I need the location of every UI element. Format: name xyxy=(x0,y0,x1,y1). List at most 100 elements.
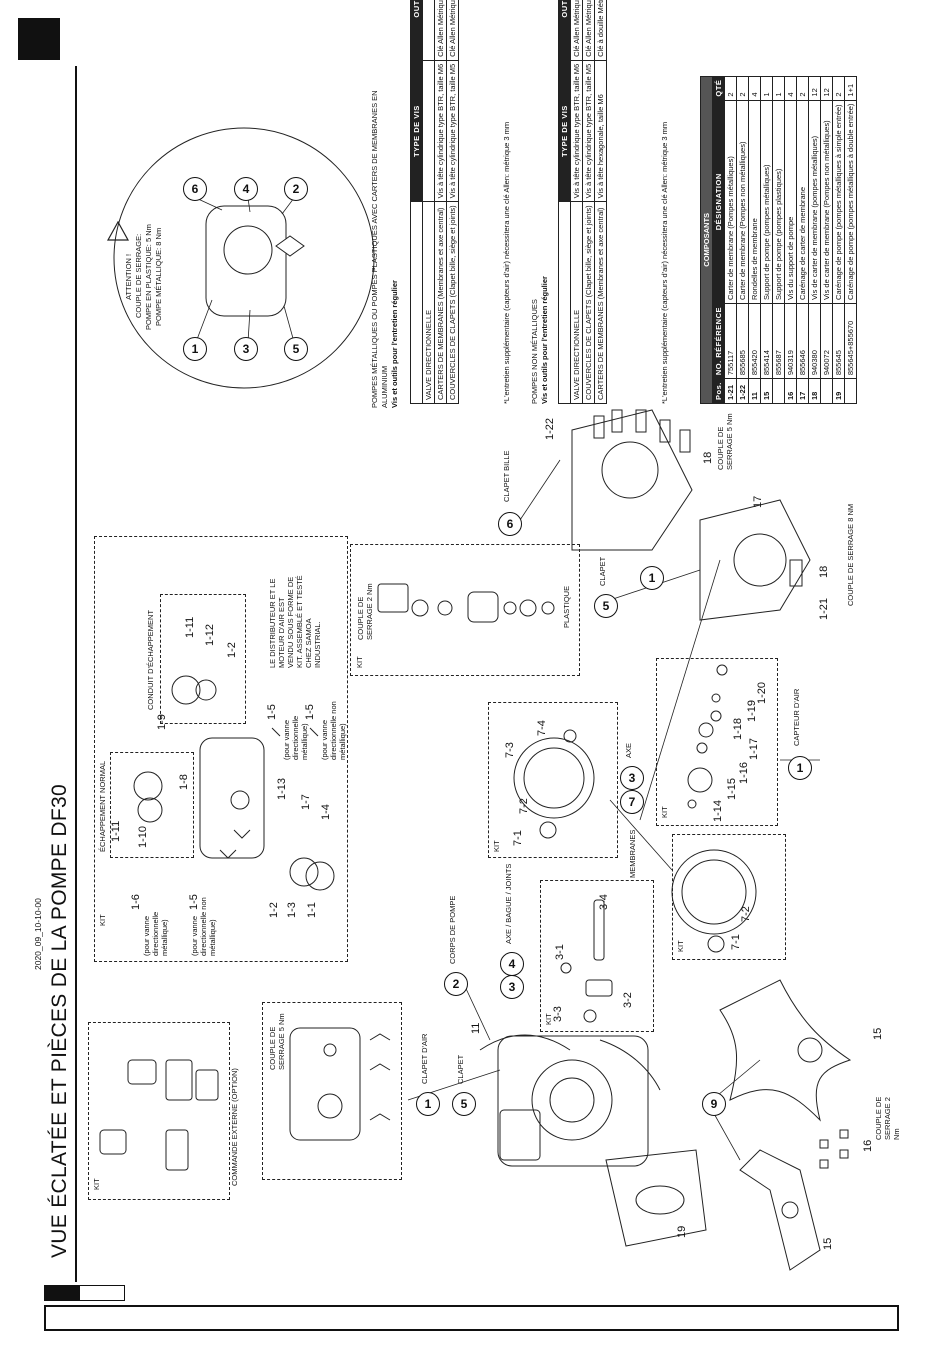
nm-row-0-part: VALVE DIRECTIONNELLE xyxy=(570,201,583,404)
kit-box-axe xyxy=(540,880,654,1032)
part-11: 11 xyxy=(470,1022,482,1034)
callout-2-corps: 2 xyxy=(444,972,468,996)
col-screw: TYPE DE VIS xyxy=(410,60,423,202)
page-tab-dark xyxy=(44,1285,80,1301)
attention-diagram-icon xyxy=(106,127,375,389)
attention-num-3: 3 xyxy=(234,337,258,361)
callout-3b: 3 xyxy=(620,766,644,790)
corner-tab xyxy=(18,18,60,60)
cell-ref: 855645+855670 xyxy=(844,303,857,379)
label-clapet: CLAPET xyxy=(456,1054,465,1084)
label-clapet-air: CLAPET D'AIR xyxy=(420,1033,429,1084)
cell-qty: 2 xyxy=(796,76,809,101)
callout-3: 3 xyxy=(500,975,524,999)
col-screw-2: TYPE DE VIS xyxy=(558,60,571,202)
attention-num-2: 2 xyxy=(284,177,308,201)
cell-pos xyxy=(844,378,857,404)
nm-row-1-part: COUVERCLES DE CLAPETS (Clapet bille, siè… xyxy=(582,201,595,404)
label-axe-bague: AXE / BAGUE / JOINTS xyxy=(504,863,513,944)
callout-5: 5 xyxy=(594,594,618,618)
col-qty: QTÉ xyxy=(712,76,725,101)
nm-row-0-tool: Clé Allen Métrique: 5 mm Standard: 3/16" xyxy=(570,0,583,61)
callout-1-capteur: 1 xyxy=(788,756,812,780)
nm-row-2-part: CARTERS DE MEMBRANES (Membranes et axe c… xyxy=(594,201,607,404)
label-clapet-bille: CLAPET BILLE xyxy=(502,450,511,502)
part-17: 17 xyxy=(752,495,764,508)
cell-qty: 12 xyxy=(808,76,821,101)
membrane-icon xyxy=(513,729,757,953)
tools-note-metal-wrap: *L'entretien supplémentaire (capteurs d'… xyxy=(502,74,512,404)
metal-row-0-screw xyxy=(422,60,435,202)
cell-qty: 4 xyxy=(784,76,797,101)
attention-line4: POMPE MÉTALLIQUE: 8 Nm xyxy=(154,227,163,326)
cell-qty: 4 xyxy=(748,76,761,101)
attention-num-6: 6 xyxy=(183,177,207,201)
components-table: COMPOSANTS Pos. NO. RÉFÉRENCE DÉSIGNATIO… xyxy=(700,76,857,404)
page-tab-light xyxy=(80,1285,125,1301)
directional-valve-icon xyxy=(133,675,335,891)
nm-row-2-tool: Clé à douille Métrique: 10 mm xyxy=(594,0,607,61)
body-box xyxy=(262,1002,402,1180)
support-screws-icon xyxy=(819,1129,849,1169)
nm-row-1-screw: Vis à tête cylindrique type BTR, taille … xyxy=(582,60,595,202)
attention-num-1: 1 xyxy=(183,337,207,361)
part-16: 16 xyxy=(862,1139,874,1152)
label-membranes: MEMBRANES xyxy=(628,829,637,878)
plastic-valve-parts-icon xyxy=(377,583,555,623)
cell-pos: 1-21 xyxy=(724,378,737,404)
cell-ref: 855646 xyxy=(796,303,809,379)
cell-des: Carénage de pompe (pompes métalliques à … xyxy=(844,100,857,304)
kit-box-plastique xyxy=(350,544,580,676)
cell-pos: 15 xyxy=(760,378,773,404)
cell-des: Carter de membrane (Pompes non métalliqu… xyxy=(736,100,749,304)
cell-pos: 19 xyxy=(832,378,845,404)
tools-table-non-metal: TYPE DE VIS OUTIL REQUIS VALVE DIRECTION… xyxy=(558,0,607,404)
cell-pos: 11 xyxy=(748,378,761,404)
kit-box-capteur xyxy=(656,658,778,826)
cell-ref: 855685 xyxy=(736,303,749,379)
air-sensor-parts-icon xyxy=(687,664,728,809)
metal-row-1-screw: Vis à tête cylindrique type BTR, taille … xyxy=(434,60,447,202)
cell-ref: 755117 xyxy=(724,303,737,379)
metal-row-1-tool: Clé Allen Métrique: 5 mm Standard: 3/16" xyxy=(434,0,447,61)
cell-ref: 855420 xyxy=(748,303,761,379)
cell-des: Rondelles de membrane xyxy=(748,100,761,304)
part-15a: 15 xyxy=(822,1237,834,1250)
metal-row-0-tool xyxy=(422,0,435,61)
kit-box-membranes-1 xyxy=(488,702,618,858)
components-title: COMPOSANTS xyxy=(700,76,713,404)
fittings-icon xyxy=(99,1059,219,1171)
vertical-rule xyxy=(75,66,77,1282)
couple-2nm-label: COUPLE DE SERRAGE 2 Nm xyxy=(874,1096,901,1140)
pump-cover-icon xyxy=(605,1149,707,1247)
cell-des: Carter de membrane (Pompes métalliques) xyxy=(724,100,737,304)
cell-des: Support de pompe (pompes plastiques) xyxy=(772,100,785,304)
tools-note-metal: *L'entretien supplémentaire (capteurs d'… xyxy=(502,121,511,404)
part-19: 19 xyxy=(676,1225,688,1238)
cell-ref: 940319 xyxy=(784,303,797,379)
cell-qty: 1 xyxy=(772,76,785,101)
cell-pos xyxy=(820,378,833,404)
footer-frame xyxy=(44,1305,899,1331)
cell-ref: 855645 xyxy=(832,303,845,379)
tools-heading-2: Vis et outils pour l'entretien régulier xyxy=(540,276,549,404)
part-1-21: 1-21 xyxy=(818,597,830,620)
tools-non-metal-wrap: POMPES NON MÉTALLIQUES Vis et outils pou… xyxy=(530,74,550,404)
col-des: DÉSIGNATION xyxy=(712,100,725,304)
label-capteur: CAPTEUR D'AIR xyxy=(792,688,801,746)
cell-pos: 18 xyxy=(808,378,821,404)
callout-1-housing: 1 xyxy=(640,566,664,590)
col-pos: Pos. xyxy=(712,378,725,404)
callout-9: 9 xyxy=(702,1092,726,1116)
valve-body-icon xyxy=(289,1027,391,1141)
